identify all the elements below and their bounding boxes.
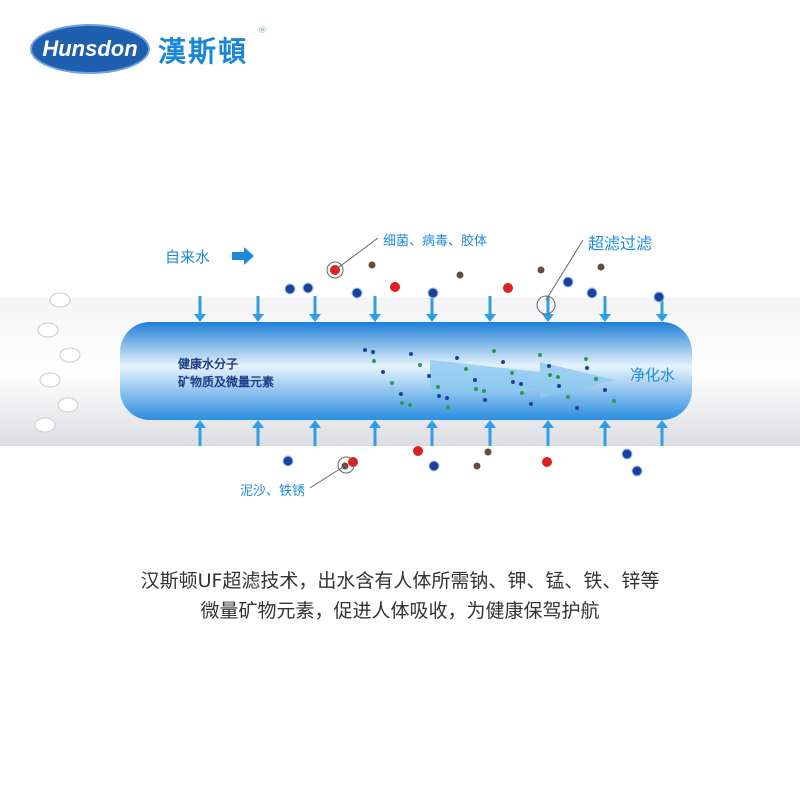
down-arrow-icon	[252, 296, 264, 322]
mineral-dot	[556, 375, 560, 379]
bacteria-icon	[390, 282, 400, 292]
bacteria-icon	[542, 457, 552, 467]
sediment-icon	[597, 263, 605, 271]
mineral-dot	[436, 385, 440, 389]
down-arrow-icon	[484, 296, 496, 322]
down-arrow-icon	[656, 296, 668, 322]
particles	[282, 261, 665, 477]
water-molecule	[282, 455, 294, 467]
water-molecule	[284, 283, 296, 295]
mineral-dot	[483, 398, 487, 402]
inlet-arrow-icon	[232, 247, 254, 265]
mineral-dot	[445, 396, 449, 400]
sediment-icon	[473, 462, 481, 470]
water-molecule	[653, 291, 665, 303]
mineral-dot	[529, 402, 533, 406]
mineral-dot	[585, 366, 589, 370]
sediment-icon	[456, 271, 464, 279]
mineral-dot	[372, 359, 376, 363]
brand-logo: Hunsdon	[30, 24, 150, 74]
mineral-dot	[371, 350, 375, 354]
mineral-dot	[492, 349, 496, 353]
mineral-dot	[519, 382, 523, 386]
bacteria-icon	[413, 446, 423, 456]
up-arrow-icon	[542, 420, 554, 446]
water-molecule	[621, 448, 633, 460]
mineral-dot	[566, 395, 570, 399]
brand-name: 漢斯頓	[158, 35, 249, 68]
water-molecule	[562, 276, 574, 288]
mineral-dot	[409, 352, 413, 356]
down-arrow-icon	[542, 296, 554, 322]
mineral-dot	[520, 391, 524, 395]
mineral-dot	[400, 401, 404, 405]
mineral-dot	[464, 367, 468, 371]
registered-mark: ®	[258, 26, 267, 36]
mineral-dot	[474, 387, 478, 391]
inlet-label: 自来水	[165, 248, 211, 266]
sediment-icon	[484, 448, 492, 456]
up-arrow-icon	[252, 420, 264, 446]
down-arrow-icon	[426, 296, 438, 322]
mineral-dot	[538, 353, 542, 357]
water-molecule	[631, 465, 643, 477]
sediment-callout-circle	[337, 456, 355, 474]
mineral-dot	[427, 374, 431, 378]
water-molecule	[302, 282, 314, 294]
mineral-dot	[510, 371, 514, 375]
bacteria-icon	[503, 283, 513, 293]
mineral-dot	[408, 403, 412, 407]
water-molecule	[351, 287, 363, 299]
inner-line1: 健康水分子	[178, 357, 239, 371]
mineral-dot	[603, 388, 607, 392]
down-arrow-icon	[194, 296, 206, 322]
mineral-dot	[399, 392, 403, 396]
mineral-dot	[612, 399, 616, 403]
sediment-icon	[368, 261, 376, 269]
caption-line2: 微量矿物元素，促进人体吸收，为健康保驾护航	[200, 600, 600, 622]
up-arrow-icon	[599, 420, 611, 446]
outlet-label: 净化水	[630, 366, 676, 384]
down-arrow-icon	[599, 296, 611, 322]
bacteria-label: 细菌、病毒、胶体	[383, 234, 488, 249]
water-molecule	[427, 287, 439, 299]
mineral-dot	[381, 370, 385, 374]
inflow-arrows	[194, 296, 668, 446]
mineral-dot	[594, 377, 598, 381]
up-arrow-icon	[656, 420, 668, 446]
mineral-dot	[437, 394, 441, 398]
mineral-dot	[511, 380, 515, 384]
mineral-dot	[584, 357, 588, 361]
mineral-dot	[547, 364, 551, 368]
up-arrow-icon	[484, 420, 496, 446]
mineral-dot	[455, 356, 459, 360]
water-molecule	[586, 287, 598, 299]
caption-line1: 汉斯顿UF超滤技术，出水含有人体所需钠、钾、锰、铁、锌等	[140, 570, 660, 592]
mineral-dot	[473, 378, 477, 382]
mineral-dot	[482, 389, 486, 393]
mineral-dot	[548, 373, 552, 377]
uf-label: 超滤过滤	[588, 234, 653, 253]
sediment-icon	[537, 266, 545, 274]
up-arrow-icon	[309, 420, 321, 446]
down-arrow-icon	[309, 296, 321, 322]
mineral-dot	[446, 405, 450, 409]
mineral-dot	[575, 406, 579, 410]
inner-line2: 矿物质及微量元素	[178, 375, 275, 389]
logo-text: Hunsdon	[42, 36, 138, 61]
bacteria-callout-circle	[326, 261, 344, 279]
up-arrow-icon	[426, 420, 438, 446]
mineral-dot	[363, 348, 367, 352]
mineral-dot	[418, 363, 422, 367]
mineral-dot	[390, 381, 394, 385]
mineral-dot	[557, 384, 561, 388]
sediment-label: 泥沙、铁锈	[240, 484, 306, 499]
down-arrow-icon	[369, 296, 381, 322]
up-arrow-icon	[194, 420, 206, 446]
water-molecule	[428, 460, 440, 472]
mineral-dot	[501, 360, 505, 364]
up-arrow-icon	[369, 420, 381, 446]
fiber-bundle	[34, 292, 81, 433]
uf-callout-circle	[536, 295, 556, 315]
